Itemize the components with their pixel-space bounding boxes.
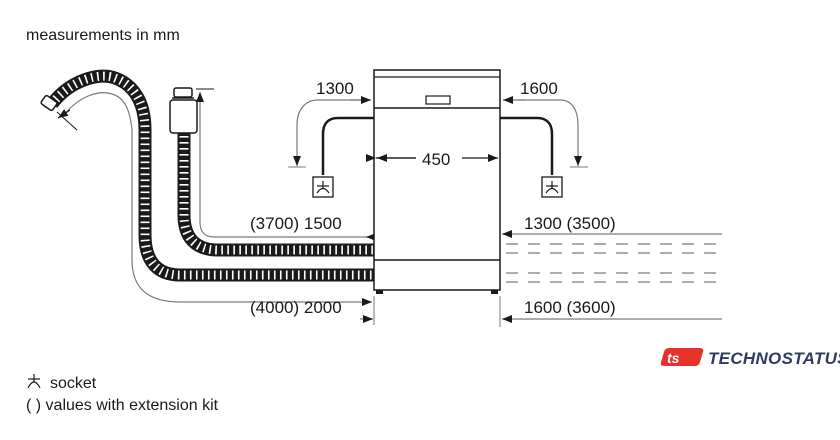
drain-leader <box>56 111 78 131</box>
aquastop-valve <box>169 99 198 134</box>
brand-name: TECHNOSTATUS <box>708 349 840 368</box>
drain-length-guide <box>63 92 372 306</box>
power-cable-left-guide <box>293 99 370 166</box>
legend: socket ( ) values with extension kit <box>26 374 219 414</box>
ts-logo-icon <box>660 348 704 366</box>
right-lower-dimension: 1600 (3600) <box>524 298 616 317</box>
width-dimension: 450 <box>422 150 450 169</box>
technostatus-logo: ts TECHNOSTATUS <box>660 348 840 368</box>
legend-socket: socket <box>50 375 97 392</box>
drain-nozzle <box>40 94 58 112</box>
svg-text:ts: ts <box>667 350 680 366</box>
foot-right <box>491 290 498 294</box>
right-upper-dimension: 1300 (3500) <box>524 214 616 233</box>
title-label: measurements in mm <box>26 27 180 44</box>
inlet-length-guide <box>196 92 372 238</box>
inlet-hose <box>169 87 374 257</box>
drain-hose-dimension: (4000) 2000 <box>250 298 342 317</box>
inlet-hose-dimension: (3700) 1500 <box>250 214 342 233</box>
control-display <box>425 95 451 105</box>
power-cable-left <box>321 116 374 175</box>
power-cable-right-guide <box>518 99 582 166</box>
cable-right-dimension: 1600 <box>520 79 558 98</box>
socket-legend-icon <box>27 374 41 389</box>
dishwasher <box>373 69 501 294</box>
cable-left-dimension: 1300 <box>316 79 354 98</box>
inlet-connector <box>173 87 193 98</box>
drain-hose <box>40 69 374 282</box>
socket-icon-left <box>312 176 334 198</box>
power-cable-right <box>500 116 554 175</box>
right-hose-indicator <box>506 243 722 283</box>
legend-extension: ( ) values with extension kit <box>26 397 219 414</box>
socket-icon-right <box>541 176 563 198</box>
foot-left <box>376 290 383 294</box>
